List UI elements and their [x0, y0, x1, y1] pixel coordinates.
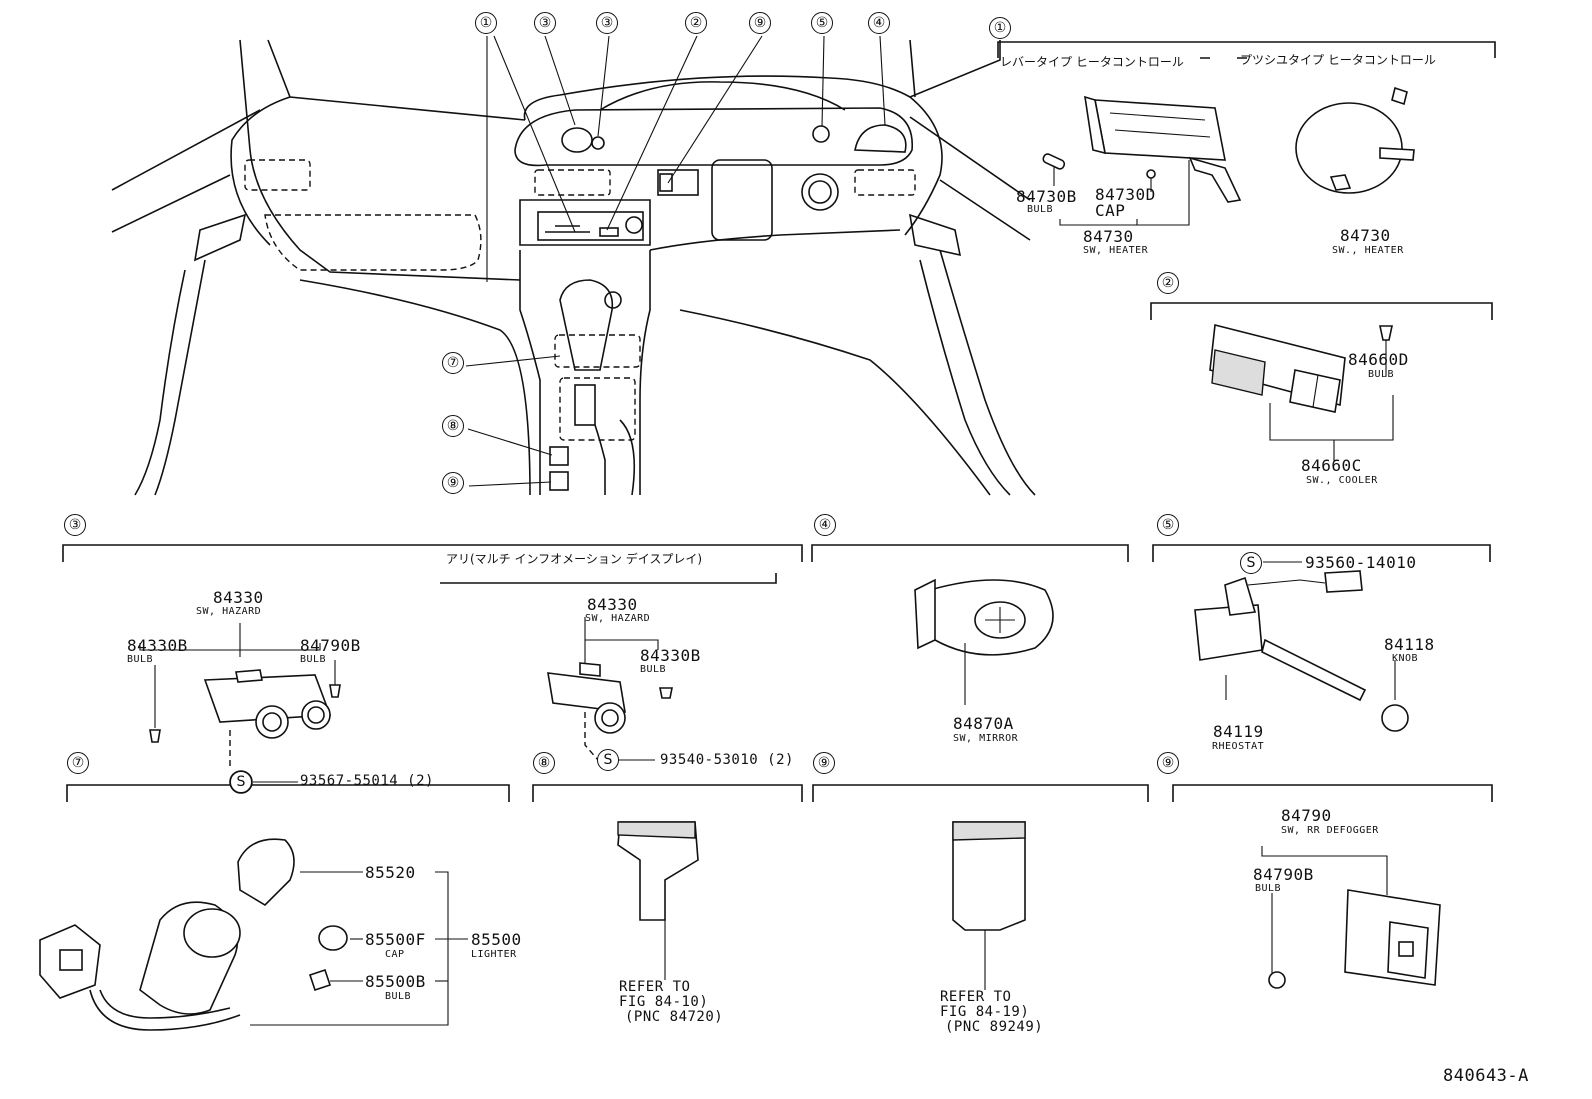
section8-callout: ⑧ [533, 752, 555, 774]
part-85520: 85520 [365, 863, 416, 882]
part-84730-push: 84730 [1340, 226, 1391, 245]
section3-mid-note: アリ(マルチ インフオメーション デイスプレイ) [446, 552, 703, 566]
part-84660C: 84660C [1301, 456, 1362, 475]
part-84870A-desc: SW, MIRROR [953, 733, 1019, 744]
section1-push-type-label: プツシユタイプ ヒータコントロール [1240, 53, 1436, 67]
part-84790B-a: 84790B [300, 636, 361, 655]
part-84790: 84790 [1281, 806, 1332, 825]
callout-3-dash-a: ③ [534, 12, 556, 34]
section9a-refer-line1: REFER TO [940, 989, 1012, 1005]
callout-8-dash: ⑧ [442, 415, 464, 437]
part-84730B-desc: BULB [1027, 204, 1054, 215]
callout-9-dash-b: ⑨ [442, 472, 464, 494]
figure-code: 840643-A [1443, 1066, 1529, 1086]
section9a-refer-line2: FIG 84-19) [940, 1004, 1030, 1020]
part-84730D-desc: CAP [1095, 201, 1126, 220]
section8-refer-line1: REFER TO [619, 979, 691, 995]
screw-symbol-c: S [1240, 552, 1262, 574]
section1-lever-type-label: レバータイプ ヒータコントロール [1000, 55, 1184, 69]
section9b-lines [1172, 784, 1493, 989]
section7-callout: ⑦ [67, 752, 89, 774]
part-84330B-b: 84330B [640, 646, 701, 665]
callout-5-dash: ⑤ [811, 12, 833, 34]
part-84330-a-desc: SW, HAZARD [196, 606, 262, 617]
part-85500F: 85500F [365, 930, 426, 949]
part-84330B-b-desc: BULB [640, 664, 667, 675]
callout-7-dash: ⑦ [442, 352, 464, 374]
part-84790B-b: 84790B [1253, 865, 1314, 884]
callout-1-dash: ① [475, 12, 497, 34]
part-84118-desc: KNOB [1392, 653, 1419, 664]
part-84119-desc: RHEOSTAT [1212, 741, 1265, 752]
part-85500-desc: LIGHTER [471, 949, 517, 960]
section8-refer-line3: (PNC 84720) [625, 1009, 724, 1025]
part-84330-b-desc: SW, HAZARD [585, 613, 651, 624]
callout-3-dash-b: ③ [596, 12, 618, 34]
part-84118: 84118 [1384, 635, 1435, 654]
section9b-callout: ⑨ [1157, 752, 1179, 774]
section2-lines [1150, 302, 1493, 462]
callout-4-dash: ④ [868, 12, 890, 34]
part-84119: 84119 [1213, 722, 1264, 741]
callout-9-dash: ⑨ [749, 12, 771, 34]
section3-lines [62, 544, 803, 794]
part-84790-desc: SW, RR DEFOGGER [1281, 825, 1379, 836]
section4-callout: ④ [814, 514, 836, 536]
part-84730D: 84730D [1095, 185, 1156, 204]
part-84730-push-desc: SW., HEATER [1332, 245, 1404, 256]
part-84660C-desc: SW., COOLER [1306, 475, 1378, 486]
section9a-lines [812, 784, 1149, 990]
section1-callout: ① [989, 17, 1011, 39]
part-84660D-desc: BULB [1368, 369, 1395, 380]
part-84730B: 84730B [1016, 187, 1077, 206]
section9a-callout: ⑨ [813, 752, 835, 774]
part-84660D: 84660D [1348, 350, 1409, 369]
part-84790B-a-desc: BULB [300, 654, 327, 665]
part-85500: 85500 [471, 930, 522, 949]
part-84730-lever: 84730 [1083, 227, 1134, 246]
section9a-refer-line3: (PNC 89249) [945, 1019, 1044, 1035]
section8-refer-line2: FIG 84-10) [619, 994, 709, 1010]
section8-lines [532, 784, 803, 980]
dashboard-illustration [111, 39, 1036, 496]
section7-lines [39, 784, 510, 1031]
screw-symbol-b: S [597, 749, 619, 771]
part-85500B-desc: BULB [385, 991, 412, 1002]
part-85500B: 85500B [365, 972, 426, 991]
part-84330-b: 84330 [587, 595, 638, 614]
part-84790B-b-desc: BULB [1255, 883, 1282, 894]
screw-symbol-a: S [230, 771, 252, 793]
part-85500F-desc: CAP [385, 949, 405, 960]
part-93567-55014: 93567-55014 (2) [300, 773, 434, 789]
section5-lines [1152, 544, 1491, 732]
section5-callout: ⑤ [1157, 514, 1179, 536]
section2-callout: ② [1157, 272, 1179, 294]
part-84730-lever-desc: SW, HEATER [1083, 245, 1149, 256]
part-84330B-a: 84330B [127, 636, 188, 655]
part-93540-53010: 93540-53010 (2) [660, 752, 794, 768]
dashboard-callout-leaders [465, 35, 886, 487]
callout-2-dash: ② [685, 12, 707, 34]
part-93560-14010: 93560-14010 [1305, 553, 1417, 572]
section1-lines [997, 41, 1496, 226]
part-84870A: 84870A [953, 714, 1014, 733]
section4-lines [811, 544, 1129, 705]
section3-callout: ③ [64, 514, 86, 536]
part-84330B-a-desc: BULB [127, 654, 154, 665]
part-84330-a: 84330 [213, 588, 264, 607]
